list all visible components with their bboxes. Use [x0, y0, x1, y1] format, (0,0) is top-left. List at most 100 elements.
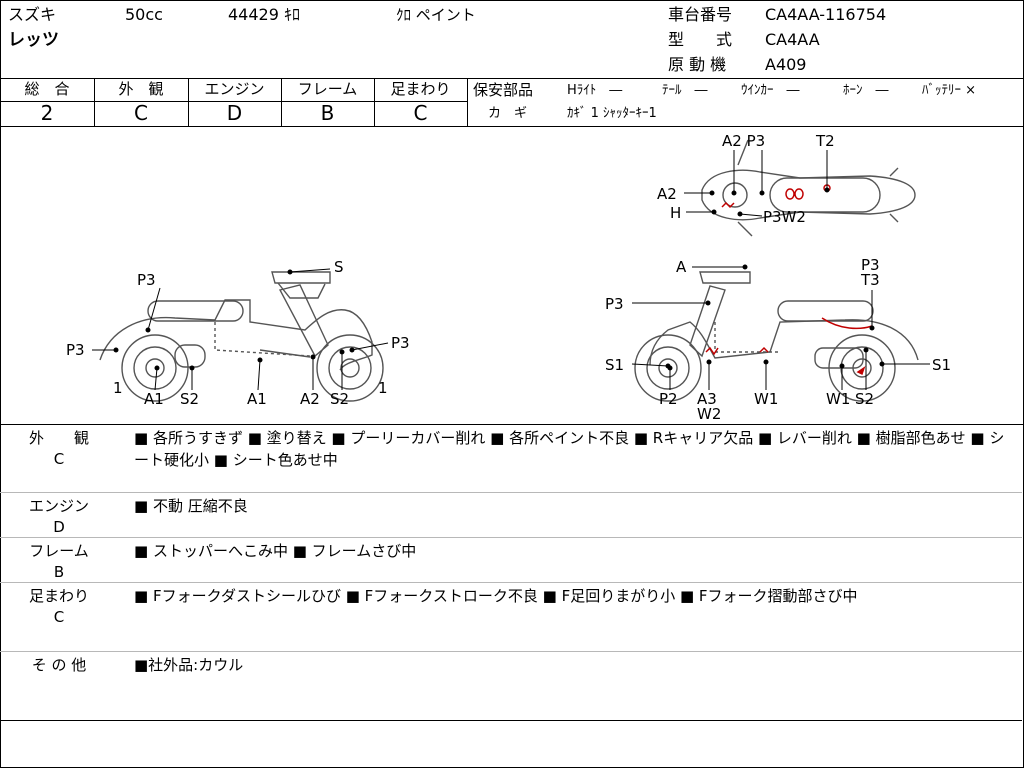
suspension-grade-label: 足まわり [390, 80, 451, 98]
detail-text: ■ ストッパーへこみ中 ■ フレームさび中 [134, 542, 417, 560]
label-s1-left: S1 [605, 356, 624, 374]
exterior-grade: C [134, 101, 148, 125]
engine-grade-label: エンジン [204, 80, 265, 98]
top-view-labels: A2 P3 T2 A2 H P3W2 [657, 132, 835, 226]
label-a-top: A [676, 258, 687, 276]
label-p3w2: P3W2 [763, 208, 806, 226]
divider [188, 78, 189, 126]
part-horn: ﾎｰﾝ ― [843, 83, 889, 98]
label-s2-r: S2 [855, 390, 874, 408]
detail-text: ■社外品:カウル [134, 656, 244, 674]
left-view-labels: P3 P3 1 A1 S2 A1 A2 S2 1 S P3 [66, 258, 410, 408]
overall-grade: 2 [40, 101, 54, 125]
color: ｸﾛ ペイント [396, 6, 476, 24]
detail-text: ■ 不動 圧縮不良 [134, 497, 248, 515]
detail-row-exterior: 外 観 C ■ 各所うすきず ■ 塗り替え ■ プーリーカバー削れ ■ 各所ペイ… [0, 426, 1022, 492]
overall-label: 総 合 [24, 80, 70, 98]
label-a1-mid: A1 [247, 390, 267, 408]
divider [0, 582, 1022, 583]
engine-label: 原 動 機 [668, 55, 727, 74]
frame-no-label: 車台番号 [668, 5, 733, 24]
detail-text: ■ 各所うすきず ■ 塗り替え ■ プーリーカバー削れ ■ 各所ペイント不良 ■… [134, 429, 1005, 469]
detail-grade: C [53, 608, 65, 626]
divider [0, 126, 1023, 127]
scooter-left-view [99, 271, 384, 402]
label-p3-seat: P3 [137, 271, 156, 289]
detail-label: エンジン [28, 497, 89, 515]
suspension-grade: C [413, 101, 428, 125]
label-s-top: S [334, 258, 344, 276]
detail-label: 外 観 [28, 429, 89, 447]
detail-row-frame: フレーム B ■ ストッパーへこみ中 ■ フレームさび中 [0, 539, 1022, 581]
detail-label: フレーム [29, 542, 89, 560]
divider [467, 78, 468, 126]
label-a2-mid: A2 [300, 390, 320, 408]
detail-label: 足まわり [28, 587, 89, 605]
model-name: レッツ [8, 30, 59, 50]
type-label: 型 式 [668, 30, 733, 49]
detail-grade: D [53, 518, 65, 536]
label-a3: A3 [697, 390, 717, 408]
label-s2-right: S2 [330, 390, 349, 408]
label-s1-right: S1 [932, 356, 951, 374]
detail-grade: B [53, 563, 65, 581]
label-a2p3: A2 P3 [722, 132, 765, 150]
part-winker: ｳｲﾝｶｰ ― [741, 83, 800, 98]
label-p2: P2 [659, 390, 678, 408]
label-p3-top: P3 [861, 256, 880, 274]
divider [0, 101, 468, 102]
divider [94, 78, 95, 126]
label-1-left: 1 [113, 379, 123, 397]
mileage: 44429 ｷﾛ [228, 5, 300, 24]
details-section: 外 観 C ■ 各所うすきず ■ 塗り替え ■ プーリーカバー削れ ■ 各所ペイ… [0, 426, 1022, 766]
exterior-label: 外 観 [118, 80, 164, 98]
label-p3-rear: P3 [66, 341, 85, 359]
frame-no: CA4AA-116754 [765, 5, 887, 24]
right-view-labels: A P3 S1 P2 A3 W2 W1 W1 S2 S1 P3 T3 [605, 256, 951, 423]
scooter-right-view [634, 271, 919, 402]
displacement: 50cc [125, 5, 163, 24]
label-s2-left: S2 [180, 390, 199, 408]
part-headlight: Hﾗｲﾄ ― [567, 83, 623, 98]
divider [0, 424, 1023, 425]
detail-grade: C [53, 450, 65, 468]
key-value: ｶｷﾞ 1 ｼｬｯﾀｰｷｰ1 [567, 106, 657, 121]
label-a2-top: A2 [657, 185, 677, 203]
damage-marks [705, 184, 873, 376]
divider [0, 651, 1022, 652]
label-t3: T3 [860, 271, 880, 289]
part-tail: ﾃｰﾙ ― [662, 83, 708, 98]
label-p3-front: P3 [391, 334, 410, 352]
leader-lines [92, 150, 930, 391]
label-t2: T2 [815, 132, 835, 150]
divider [374, 78, 375, 126]
maker-name: スズキ [8, 5, 57, 24]
divider [0, 720, 1022, 721]
divider [0, 492, 1022, 493]
frame-grade: B [320, 101, 335, 125]
detail-row-suspension: 足まわり C ■ Fフォークダストシールひび ■ Fフォークストローク不良 ■ … [0, 584, 1022, 650]
label-1-right: 1 [378, 379, 388, 397]
detail-row-other: そ の 他 ■社外品:カウル [0, 653, 1022, 719]
detail-row-engine: エンジン D ■ 不動 圧縮不良 [0, 494, 1022, 536]
frame-grade-label: フレーム [297, 80, 358, 98]
condition-diagram: P3 P3 1 A1 S2 A1 A2 S2 1 S P3 A P3 S1 P2… [66, 132, 951, 423]
divider [0, 78, 1023, 79]
label-h: H [670, 204, 681, 222]
type-value: CA4AA [765, 30, 820, 49]
detail-text: ■ Fフォークダストシールひび ■ Fフォークストローク不良 ■ F足回りまがり… [134, 587, 858, 605]
label-w2: W2 [697, 405, 721, 423]
label-w1-right: W1 [826, 390, 850, 408]
label-p3-front-r: P3 [605, 295, 624, 313]
label-w1-mid: W1 [754, 390, 778, 408]
key-label: カ ギ [488, 106, 528, 121]
parts-label: 保安部品 [473, 81, 534, 99]
divider [0, 537, 1022, 538]
engine-value: A409 [765, 55, 807, 74]
scooter-top-view [701, 139, 916, 237]
divider [281, 78, 282, 126]
part-battery: ﾊﾞｯﾃﾘｰ × [922, 83, 977, 98]
detail-label: そ の 他 [31, 656, 87, 674]
engine-grade: D [226, 101, 243, 125]
label-a1-left: A1 [144, 390, 164, 408]
